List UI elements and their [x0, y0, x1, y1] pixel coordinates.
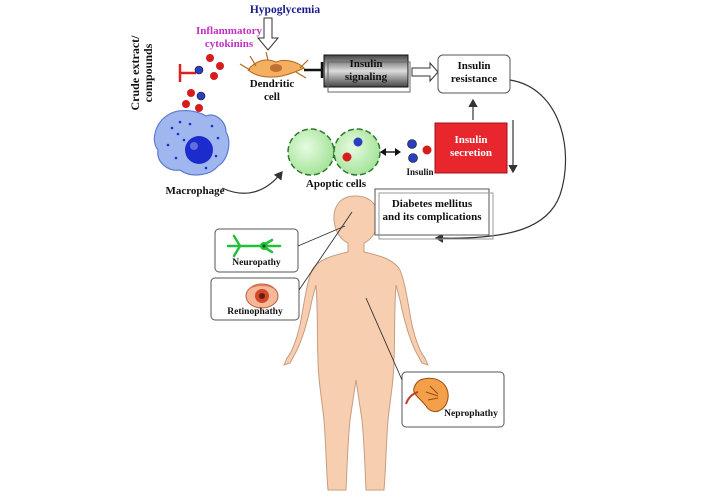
arrow-macrophage-to-apoptic: [221, 171, 283, 194]
insulin-molecules-icon: [407, 139, 432, 163]
insulin-secretion-line1: Insulin: [454, 134, 488, 146]
connector-retinophathy: [298, 211, 353, 291]
inhibition-tee-icon: [178, 64, 196, 82]
arrow-resistance-to-diabetes: [434, 79, 567, 243]
insulin-resistance-box: [437, 54, 511, 94]
diabetes-box: [374, 188, 490, 236]
apoptic-cells-icon: [287, 128, 381, 176]
double-arrow-icon: [380, 148, 401, 156]
inflammatory-line1: Inflammatory: [196, 25, 262, 37]
diabetes-label: Diabetes mellitus and its complications: [375, 198, 489, 224]
hollow-arrow-right-icon: [411, 61, 439, 83]
insulin-signaling-line2: signaling: [344, 71, 388, 83]
crude-extract-line2: compounds: [141, 43, 155, 103]
inflammatory-line2: cytokinins: [204, 38, 254, 50]
diabetes-line2: and its complications: [382, 211, 482, 223]
hollow-arrow-down-icon: [256, 17, 280, 51]
cytokine-particles: [182, 54, 224, 112]
hypoglycemia-label: Hypoglycemia: [249, 4, 321, 16]
insulin-signaling-box: [323, 54, 409, 88]
insulin-label: Insulin: [406, 167, 434, 177]
dendritic-line2: cell: [264, 91, 280, 103]
insulin-secretion-label: Insulin secretion: [435, 134, 507, 160]
connector-neprophathy: [365, 297, 403, 381]
neuropathy-label: Neuropathy: [232, 258, 281, 268]
crude-extract-label: Crude extract/ compounds: [128, 20, 155, 120]
insulin-resistance-line1: Insulin: [457, 60, 491, 72]
insulin-signaling-line1: Insulin: [349, 58, 383, 70]
neprophathy-label: Neprophathy: [444, 409, 498, 419]
apoptic-cells-label: Apoptic cells: [305, 178, 367, 190]
human-body-icon: [283, 195, 429, 491]
dendritic-cell-label: Dendritic cell: [244, 78, 300, 104]
neuron-icon: [226, 234, 282, 258]
dendritic-cell-icon: [239, 51, 309, 79]
insulin-resistance-line2: resistance: [450, 73, 498, 85]
macrophage-icon: [153, 110, 230, 176]
connector-neuropathy: [297, 225, 346, 247]
insulin-signaling-label: Insulin signaling: [324, 58, 408, 84]
dendritic-line1: Dendritic: [249, 78, 295, 90]
inflammatory-cytokinins-label: Inflammatory cytokinins: [184, 25, 274, 51]
diabetes-line1: Diabetes mellitus: [391, 198, 473, 210]
eye-icon: [245, 283, 279, 309]
inhibition-line-dendritic: [304, 62, 324, 78]
kidney-icon: [405, 377, 449, 413]
retinophathy-label: Retinophathy: [227, 307, 283, 317]
insulin-secretion-box: [434, 122, 508, 174]
macrophage-label: Macrophage: [165, 185, 225, 197]
insulin-resistance-label: Insulin resistance: [438, 60, 510, 86]
insulin-secretion-line2: secretion: [450, 147, 492, 159]
